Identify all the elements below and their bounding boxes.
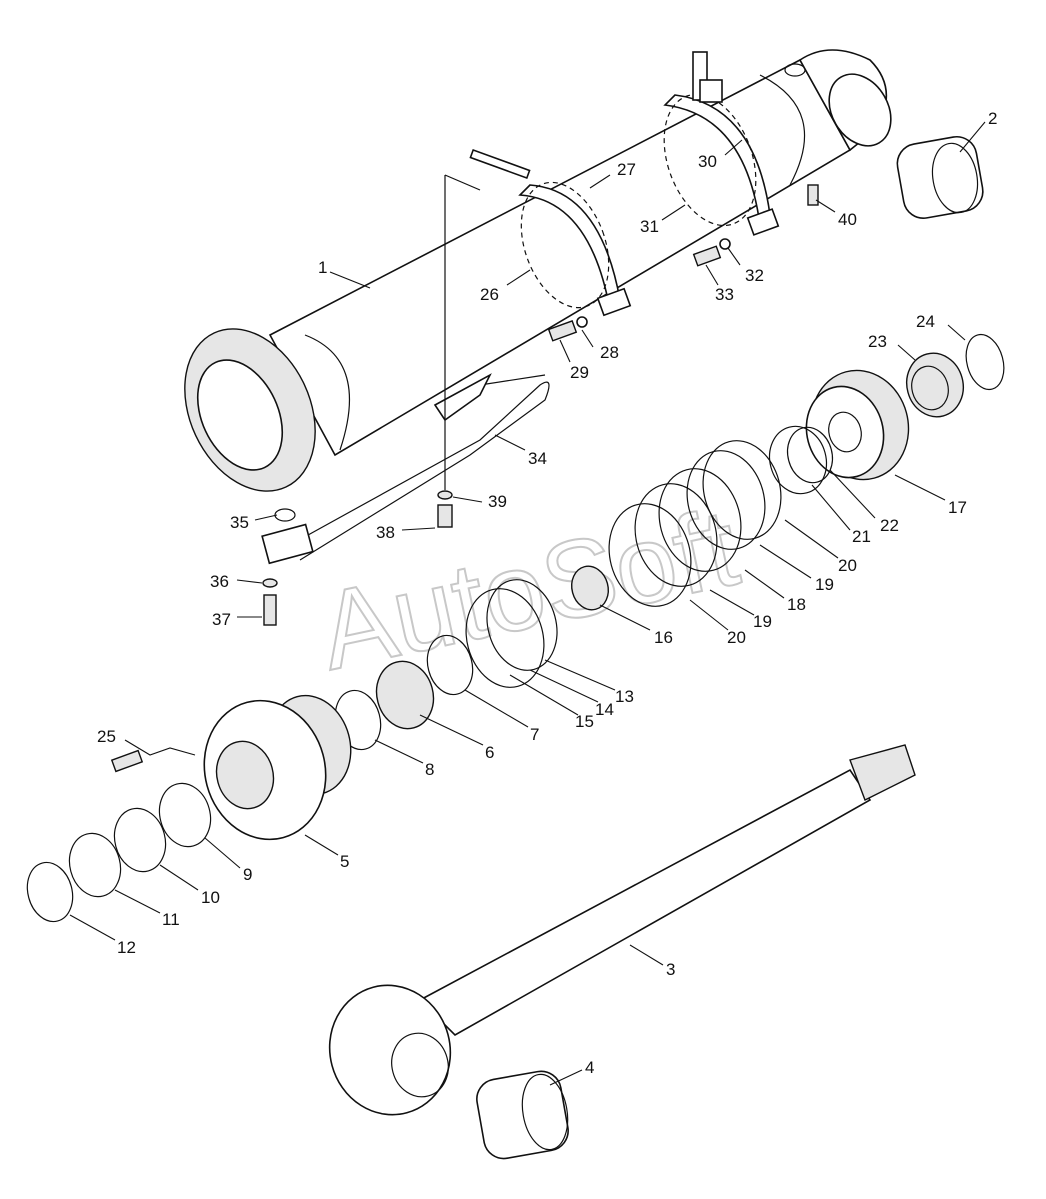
clamp-bands	[469, 51, 780, 317]
callout-32: 32	[745, 266, 764, 285]
callout-14: 14	[595, 700, 614, 719]
callout-27: 27	[617, 160, 636, 179]
callout-25: 25	[97, 727, 116, 746]
wiper-rings	[26, 782, 212, 923]
callout-22: 22	[880, 516, 899, 535]
callout-13: 13	[615, 687, 634, 706]
callout-39: 39	[488, 492, 507, 511]
hydraulic-pipe	[261, 174, 550, 626]
callout-labels: 1 2 3 4 5 6 7 8 9 10 11 12 13 14 15 16 1…	[97, 109, 997, 1077]
callout-20a: 20	[838, 556, 857, 575]
seal-rings	[334, 425, 834, 751]
callout-16: 16	[654, 628, 673, 647]
callout-30: 30	[698, 152, 717, 171]
callout-2: 2	[988, 109, 997, 128]
callout-20b: 20	[727, 628, 746, 647]
callout-11: 11	[162, 910, 180, 929]
leader-lines	[69, 121, 986, 1086]
piston-rod	[328, 744, 916, 1116]
callout-17: 17	[948, 498, 967, 517]
callout-36: 36	[210, 572, 229, 591]
callout-26: 26	[480, 285, 499, 304]
callout-23: 23	[868, 332, 887, 351]
callout-33: 33	[715, 285, 734, 304]
callout-9: 9	[243, 865, 252, 884]
callout-10: 10	[201, 888, 220, 907]
small-fasteners	[547, 184, 819, 342]
callout-15: 15	[575, 712, 594, 731]
callout-35: 35	[230, 513, 249, 532]
cylinder-tube	[184, 49, 892, 492]
callout-5: 5	[340, 852, 349, 871]
cylinder-head	[110, 694, 352, 841]
callout-18: 18	[787, 595, 806, 614]
bushings	[476, 135, 984, 1160]
callout-6: 6	[485, 743, 494, 762]
watermark: AutoSoft	[309, 485, 747, 693]
callout-21: 21	[852, 527, 871, 546]
callout-19a: 19	[815, 575, 834, 594]
callout-1: 1	[318, 258, 327, 277]
callout-29: 29	[570, 363, 589, 382]
callout-8: 8	[425, 760, 434, 779]
callout-31: 31	[640, 217, 659, 236]
callout-28: 28	[600, 343, 619, 362]
piston-assembly	[805, 333, 1005, 481]
callout-3: 3	[666, 960, 675, 979]
callout-19b: 19	[753, 612, 772, 631]
callout-40: 40	[838, 210, 857, 229]
callout-24: 24	[916, 312, 935, 331]
callout-12: 12	[117, 938, 136, 957]
callout-38: 38	[376, 523, 395, 542]
callout-7: 7	[530, 725, 539, 744]
callout-34: 34	[528, 449, 547, 468]
callout-4: 4	[585, 1058, 594, 1077]
callout-37: 37	[212, 610, 231, 629]
